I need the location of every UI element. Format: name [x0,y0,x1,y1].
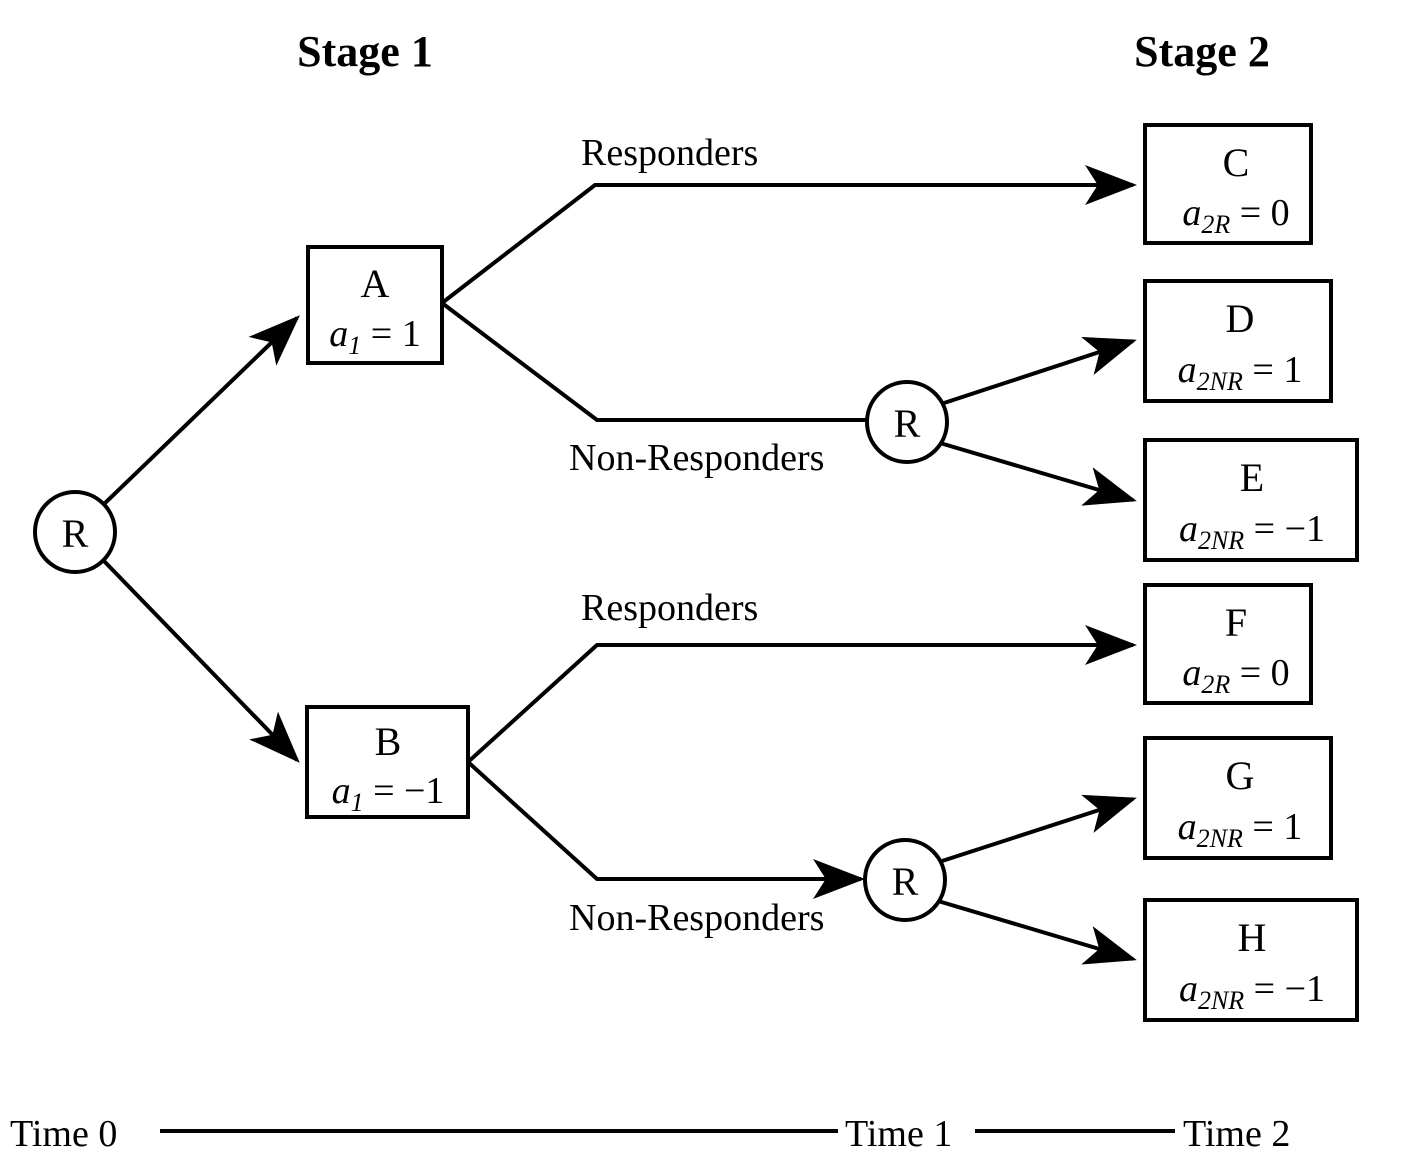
formula-var: a [329,313,348,355]
treatment-box-e[interactable]: E a2NR = −1 [1143,438,1359,562]
formula-value: = 0 [1230,652,1289,694]
randomization-circle[interactable] [865,380,949,464]
treatment-box-f[interactable]: F a2R = 0 [1143,583,1313,705]
formula-sub: 1 [351,788,364,817]
randomization-label: R [62,511,89,556]
box-outline[interactable] [1143,123,1313,245]
treatment-box-c[interactable]: C a2R = 0 [1143,123,1313,245]
formula-var: a [1182,652,1201,694]
edge-group [101,165,1137,965]
box-formula: a1 = 1 [329,313,420,360]
edge-a-to-c-responders [440,165,1137,305]
box-formula: a1 = −1 [332,770,445,817]
box-outline[interactable] [306,245,444,365]
edge-a-to-r1-nonresponders [440,301,867,422]
randomization-node-root[interactable]: R [33,490,117,574]
box-outline[interactable] [1143,736,1333,860]
box-formula: a2NR = −1 [1179,508,1325,555]
box-formula: a2NR = 1 [1178,806,1303,853]
randomization-circle[interactable] [863,838,947,922]
formula-value: = 1 [361,313,420,355]
formula-var: a [1182,192,1201,234]
box-outline[interactable] [305,705,470,819]
timeline-label-time-1: Time 1 [845,1113,952,1155]
stage-1-header: Stage 1 [297,27,433,76]
edge-label-non-responders-bottom: Non-Responders [569,897,824,939]
edge-r2-to-h [937,899,1137,965]
box-formula: a2R = 0 [1182,652,1289,699]
treatment-box-b[interactable]: B a1 = −1 [305,705,470,819]
randomization-circle[interactable] [33,490,117,574]
formula-value: = −1 [1244,968,1325,1010]
box-formula: a2NR = 1 [1178,349,1303,396]
timeline-label-time-0: Time 0 [10,1113,117,1155]
edge-root-to-b [101,558,300,763]
formula-sub: 1 [348,331,361,360]
treatment-box-h[interactable]: H a2NR = −1 [1143,898,1359,1022]
treatment-box-d[interactable]: D a2NR = 1 [1143,279,1333,403]
formula-sub: 2NR [1198,526,1244,555]
edge-root-to-a [101,315,300,507]
box-letter: B [375,719,402,764]
formula-var: a [1179,968,1198,1010]
edge-r1-to-d [940,336,1137,406]
box-formula: a2NR = −1 [1179,968,1325,1015]
box-outline[interactable] [1143,898,1359,1022]
formula-value: = 1 [1243,806,1302,848]
formula-var: a [1179,508,1198,550]
treatment-box-a[interactable]: A a1 = 1 [306,245,444,365]
box-outline[interactable] [1143,583,1313,705]
stage-2-header: Stage 2 [1134,27,1270,76]
box-letter: A [361,261,390,306]
randomization-label: R [894,401,921,446]
formula-value: = −1 [364,770,445,812]
formula-sub: 2NR [1198,986,1244,1015]
timeline-label-time-2: Time 2 [1183,1113,1290,1155]
formula-value: = 0 [1230,192,1289,234]
formula-value: = −1 [1244,508,1325,550]
formula-var: a [332,770,351,812]
edge-label-non-responders-top: Non-Responders [569,437,824,479]
box-letter: H [1238,915,1267,960]
edge-label-responders-top: Responders [581,132,758,174]
formula-sub: 2NR [1197,367,1243,396]
box-letter: D [1226,296,1255,341]
box-letter: G [1226,753,1255,798]
formula-var: a [1178,349,1197,391]
formula-value: = 1 [1243,349,1302,391]
treatment-box-g[interactable]: G a2NR = 1 [1143,736,1333,860]
edge-b-to-r2-nonresponders [466,760,865,899]
formula-sub: 2NR [1197,824,1243,853]
randomization-label: R [892,859,919,904]
box-letter: F [1225,600,1247,645]
edge-r2-to-g [938,794,1137,864]
randomization-node-stage2-upper[interactable]: R [865,380,949,464]
randomization-node-stage2-lower[interactable]: R [863,838,947,922]
box-outline[interactable] [1143,279,1333,403]
formula-sub: 2R [1201,670,1230,699]
edge-label-group: Responders Non-Responders Responders Non… [569,132,824,939]
formula-var: a [1178,806,1197,848]
box-formula: a2R = 0 [1182,192,1289,239]
formula-sub: 2R [1201,210,1230,239]
box-letter: C [1223,140,1250,185]
edge-b-to-f-responders [466,625,1137,764]
box-outline[interactable] [1143,438,1359,562]
box-letter: E [1240,455,1264,500]
edge-label-responders-bottom: Responders [581,587,758,629]
timeline: Time 0 Time 1 Time 2 [10,1113,1290,1155]
edge-r1-to-e [939,441,1137,506]
